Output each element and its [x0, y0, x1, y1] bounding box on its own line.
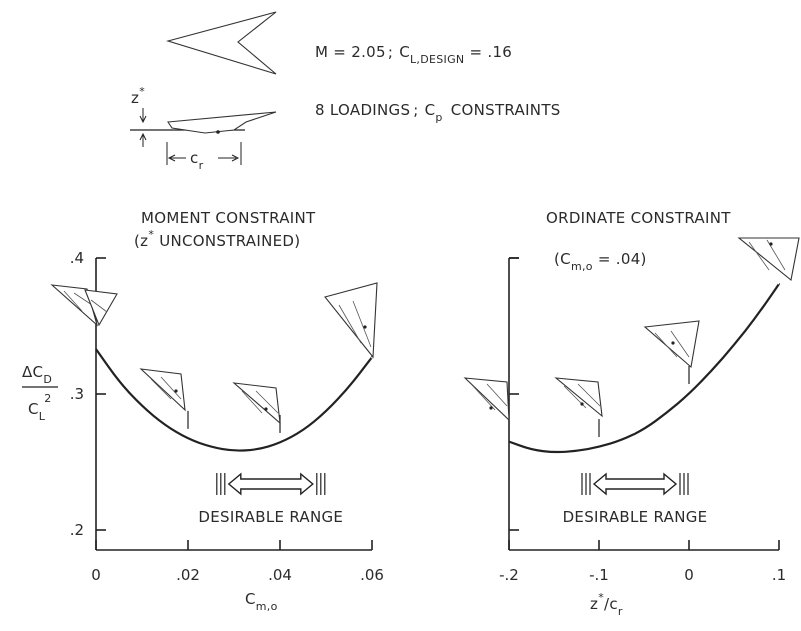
right-chart-axes: [508, 257, 779, 551]
right-chart-title: ORDINATE CONSTRAINT: [546, 209, 731, 227]
left-chart-series: [95, 348, 374, 452]
left-planform-icons: [50, 282, 378, 425]
left-x-axis-label: Cm,o: [245, 590, 278, 613]
range-arrow: [227, 472, 314, 496]
side-view-icon: [130, 108, 277, 165]
right-x-axis-label: z*/cr: [590, 591, 623, 618]
left-desirable-range: DESIRABLE RANGE: [198, 472, 343, 526]
svg-text:CL2: CL2: [28, 392, 52, 423]
desirable-range-label: DESIRABLE RANGE: [198, 508, 343, 526]
series-line: [508, 282, 781, 454]
desirable-range-label: DESIRABLE RANGE: [563, 508, 708, 526]
right-desirable-range: DESIRABLE RANGE: [563, 472, 708, 526]
planform-icon: [643, 320, 700, 369]
zstar-label: z*: [131, 85, 145, 107]
design-conditions-text: M = 2.05;CL,DESIGN= .16: [315, 43, 512, 66]
planform-icon: [463, 377, 510, 422]
x-tick-label: .04: [268, 566, 292, 584]
planform-icon: [554, 377, 603, 418]
right-chart-series: [508, 282, 781, 454]
left-chart: .2 .3 .4 0 .02 .04 .06 Cm,o DESIRABLE RANGE: [50, 249, 384, 613]
x-tick-label: -.1: [589, 566, 609, 584]
x-tick-label: -.2: [499, 566, 519, 584]
right-planform-icons: [463, 237, 800, 422]
x-tick-label: .02: [176, 566, 200, 584]
planform-icon: [324, 282, 378, 359]
y-axis-label: ΔCD CL2: [22, 363, 58, 423]
y-tick-label: .3: [70, 385, 84, 403]
left-chart-ticks: .2 .3 .4 0 .02 .04 .06: [70, 249, 384, 584]
right-chart: -.2 -.1 0 .1 z*/cr DESIRABLE RANGE: [463, 237, 800, 618]
cr-label: cr: [190, 149, 204, 172]
x-tick-label: .06: [360, 566, 384, 584]
planform-icon: [84, 289, 118, 327]
left-chart-title: MOMENT CONSTRAINT: [141, 209, 316, 227]
svg-text:ΔCD: ΔCD: [22, 363, 52, 386]
y-tick-label: .4: [70, 249, 84, 267]
planform-icon: [737, 237, 800, 282]
right-chart-subtitle: (Cm,o = .04): [554, 250, 647, 273]
x-tick-label: 0: [684, 566, 694, 584]
planform-icon: [139, 368, 186, 412]
y-tick-label: .2: [70, 521, 84, 539]
x-tick-label: .1: [772, 566, 786, 584]
left-chart-subtitle: (z* UNCONSTRAINED): [134, 228, 300, 250]
right-chart-ticks: -.2 -.1 0 .1: [499, 257, 786, 584]
series-line: [95, 348, 374, 452]
x-tick-label: 0: [91, 566, 101, 584]
reference-planform-icon: [166, 11, 277, 75]
range-arrow: [592, 472, 678, 496]
planform-icon: [232, 382, 281, 425]
